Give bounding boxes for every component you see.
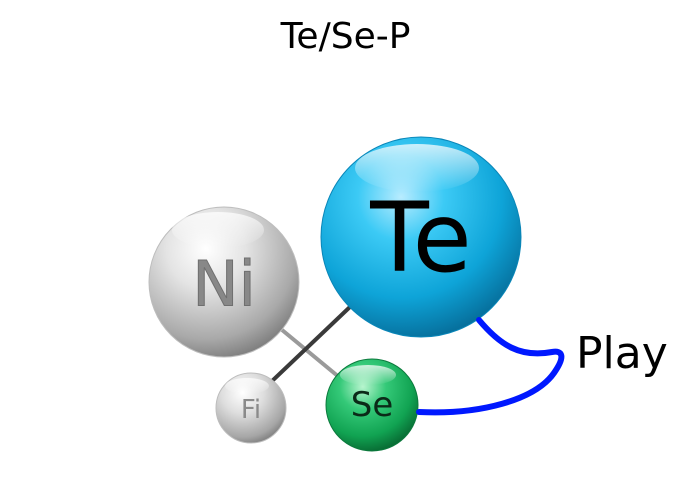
atom-te-label: Te [369,182,471,294]
atom-te: Te [320,136,522,338]
diagram-title: Te/Se-P [280,16,411,57]
atom-ni: Ni [148,206,300,358]
atom-se-label: Se [351,385,394,425]
atom-ni-label: Ni [192,248,256,321]
bond-ni-se [268,318,347,384]
atom-fi-label: Fi [241,395,261,425]
play-label: Play [576,328,668,379]
play-connector-curve [416,317,565,416]
atom-fi: Fi [215,372,287,444]
atom-se: Se [325,358,419,452]
bond-te-fi [268,303,354,385]
